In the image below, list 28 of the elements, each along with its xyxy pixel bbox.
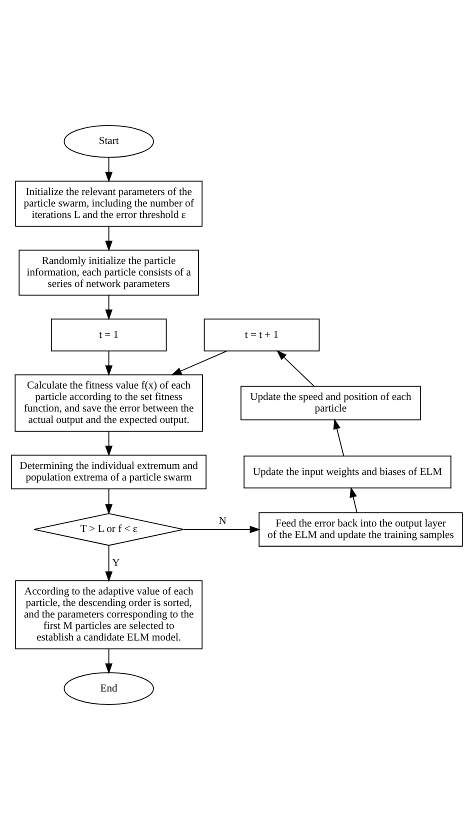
node-box: Determining the individual extremum and population extrema of a particle swarm [11, 454, 206, 489]
arrow [105, 648, 113, 674]
node-diamond: T > L or f < ε [34, 512, 184, 546]
node-ellipse: Start [64, 124, 154, 158]
node-box: Feed the error back into the output layer of the ELM and update the training samples [258, 512, 463, 546]
node-box: Calculate the fitness value f(x) of each particle according to the set fitness function, and save the error between the actual output and the expected output. [14, 374, 203, 432]
node-box: Randomly initialize the particle information, each particle consists of a series of network parameters [18, 249, 199, 296]
arrow [171, 350, 228, 375]
node-box: According to the adaptive value of each particle, the descending order is sorted, and the parameters corresponding to the first M particles are selected to establish a candidate ELM model. [15, 580, 203, 649]
arrow [105, 430, 113, 456]
node-box: Update the input weights and biases of ELM [244, 455, 452, 488]
node-box: t = t + 1 [204, 318, 320, 351]
arrow [105, 156, 113, 182]
arrow [183, 525, 260, 533]
arrow [350, 486, 358, 513]
edge-label: Y [112, 558, 120, 569]
node-box: t = 1 [50, 318, 167, 351]
edge-label: N [218, 515, 226, 526]
arrow [333, 418, 344, 456]
arrow [105, 544, 113, 582]
arrow [105, 488, 113, 514]
node-ellipse: End [64, 672, 154, 704]
arrow [105, 294, 113, 320]
arrow [105, 350, 113, 376]
arrow [276, 350, 314, 386]
arrow [105, 226, 113, 251]
node-box: Initialize the relevant parameters of the particle swarm, including the number of iterations L and the error threshold ε [15, 180, 203, 226]
node-box: Update the speed and position of each particle [240, 385, 421, 420]
